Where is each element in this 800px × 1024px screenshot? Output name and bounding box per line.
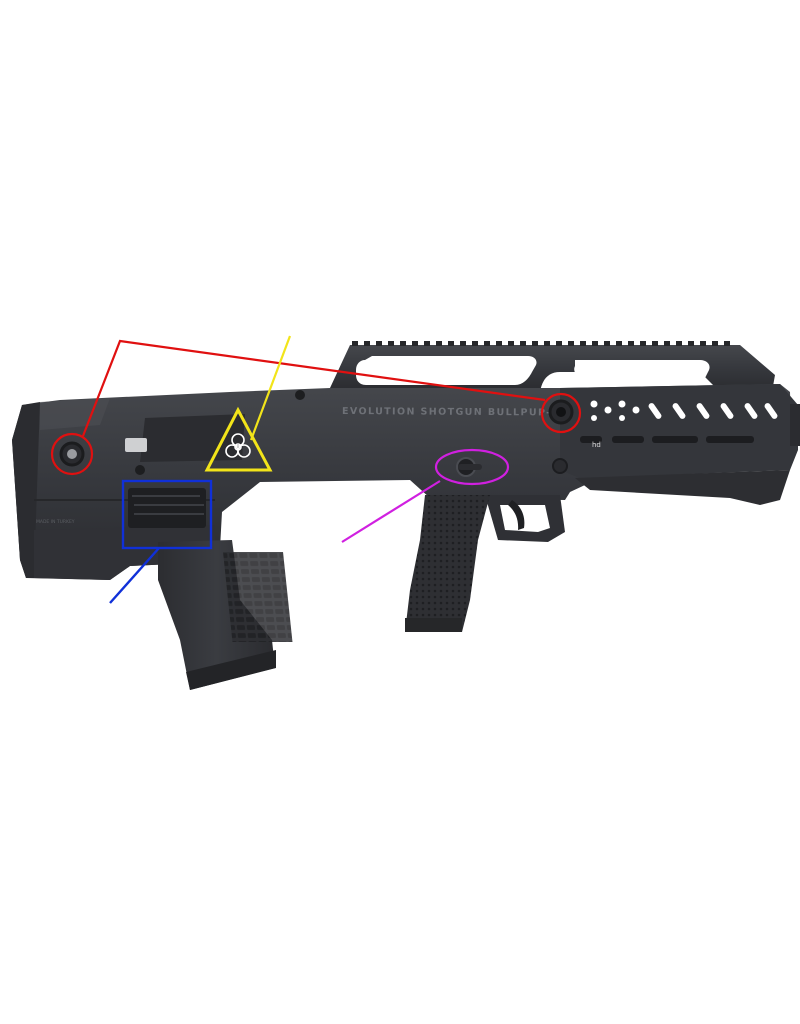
magazine-release-callout bbox=[109, 479, 213, 604]
picatinny-rail bbox=[352, 341, 730, 346]
pistol-grip bbox=[405, 495, 490, 632]
handguard-vents bbox=[590, 400, 778, 421]
magazine bbox=[158, 540, 275, 690]
handguard bbox=[560, 384, 798, 478]
front-takedown-pin bbox=[548, 399, 574, 425]
takedown-pin-callout bbox=[50, 339, 582, 476]
biohazard-icon bbox=[225, 433, 251, 458]
model-engraving: EVOLUTION SHOTGUN BULLPUP-10 bbox=[342, 406, 568, 419]
rear-takedown-pin bbox=[59, 441, 85, 467]
bullpup-shotgun: MADE IN TURKEY EVOLUTION SHOTGUN BULLPUP… bbox=[12, 341, 800, 690]
stock-engraving: MADE IN TURKEY bbox=[36, 519, 75, 525]
magazine-release bbox=[128, 488, 206, 528]
biohazard-callout bbox=[204, 335, 292, 472]
handguard-engraving: hd bbox=[592, 441, 601, 449]
safety-selector-callout bbox=[341, 448, 510, 543]
trigger bbox=[508, 500, 525, 530]
